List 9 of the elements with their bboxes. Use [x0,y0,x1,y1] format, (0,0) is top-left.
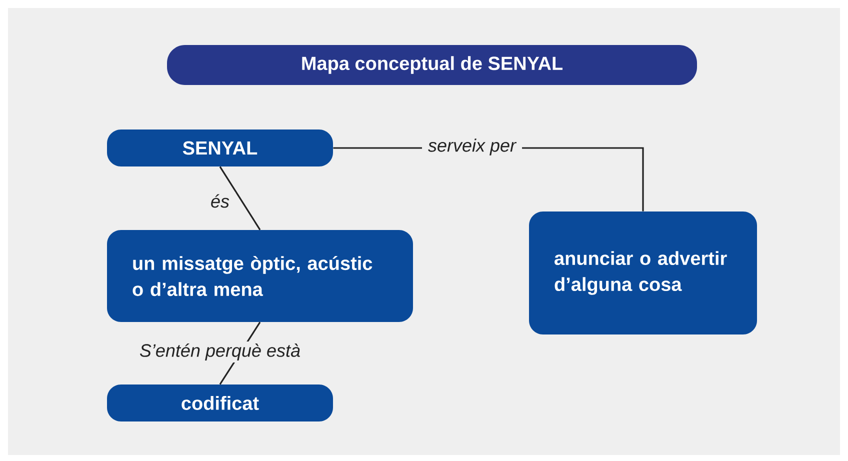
concept-box: anunciar o advertir d’alguna cosa [529,212,757,334]
connector-line [219,166,261,230]
title-bar: Mapa conceptual de SENYAL [167,45,697,85]
edge-label: és [204,192,236,210]
edge-label: S’entén perquè està [133,342,307,362]
concept-box: un missatge òptic, acústic o d’altra mena [107,230,413,322]
concept-box: codificat [107,384,333,422]
edge-label: serveix per [422,136,522,158]
concept-box: SENYAL [107,130,333,166]
